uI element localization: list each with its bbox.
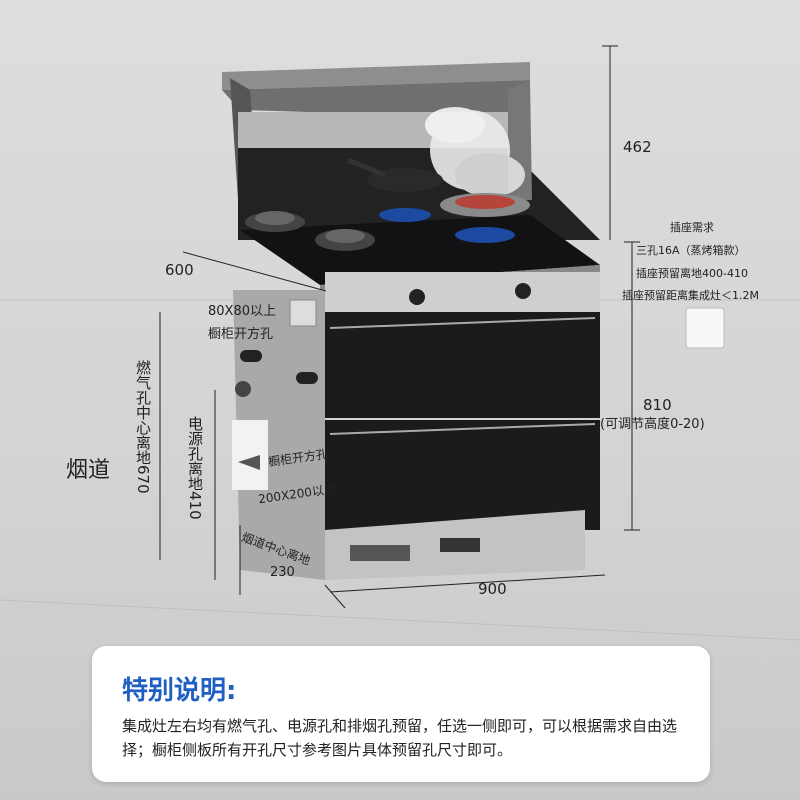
cabinet-body (233, 272, 600, 580)
flue-center-height-label: 230 (270, 565, 295, 580)
hood-top-lid (222, 62, 530, 90)
socket-requirement-line3: 插座预留距离集成灶＜1.2M (622, 289, 759, 302)
upper-drawer (325, 312, 600, 418)
smoke-plume (425, 107, 525, 197)
wok-pan (367, 168, 443, 192)
gas-hole-name-label: 橱柜开方孔 (208, 327, 274, 342)
power-hole-height-label: 电源孔离地410 (186, 416, 204, 520)
body-height-note: (可调节高度0-20) (600, 417, 705, 432)
depth-label: 600 (165, 261, 194, 279)
notice-body: 集成灶左右均有燃气孔、电源孔和排烟孔预留，任选一侧即可，可以根据需求自由选择；橱… (122, 717, 678, 759)
lower-drawer (325, 420, 600, 530)
right-knob (515, 283, 531, 299)
control-panel (325, 272, 600, 312)
power-hole (235, 381, 251, 397)
socket-requirement-line2: 插座预留离地400-410 (636, 267, 748, 280)
body-height-label: 810 (643, 396, 672, 414)
gas-hole-cutout (289, 299, 317, 327)
top-height-label: 462 (623, 138, 652, 156)
floor-line (0, 599, 800, 641)
width-label: 900 (478, 580, 507, 598)
notice-title: 特别说明: (122, 676, 237, 706)
vent-grille (350, 545, 410, 561)
dimension-lines (159, 45, 640, 609)
socket-requirements-title: 插座需求 (670, 221, 714, 234)
left-burners (245, 211, 375, 251)
socket-requirement-line1: 三孔16A（蒸烤箱款） (636, 244, 746, 257)
flue-hole-cutout (232, 420, 268, 490)
left-knob (409, 289, 425, 305)
gas-hole-size-label: 80X80以上 (208, 304, 276, 319)
cabinet-side-panel (233, 290, 325, 580)
wall-socket (685, 307, 725, 349)
flue-label: 烟道 (66, 458, 111, 483)
gas-hole-height-label: 燃气孔中心离地670 (134, 360, 152, 494)
right-burners (347, 157, 530, 243)
special-notice-card: 特别说明: 集成灶左右均有燃气孔、电源孔和排烟孔预留，任选一侧即可，可以根据需求… (92, 646, 710, 782)
